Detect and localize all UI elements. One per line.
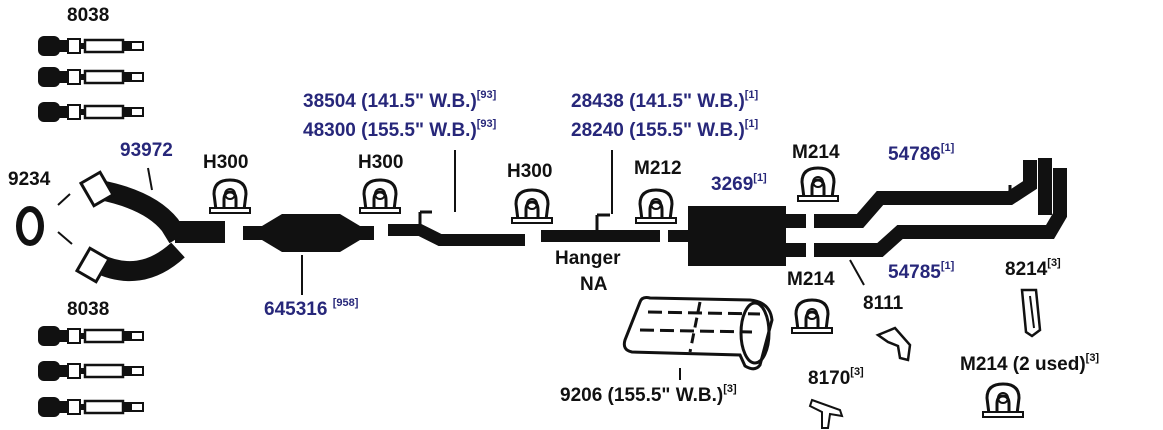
heat-shield <box>624 298 772 369</box>
label-93972: 93972 <box>120 141 173 160</box>
label-hanger-na: NA <box>580 275 607 294</box>
intermediate-pipe <box>388 212 525 240</box>
hanger-m214-top <box>798 168 838 201</box>
hanger-h300-2 <box>360 180 400 213</box>
label-h300-1: H300 <box>203 153 248 172</box>
gasket-ring <box>19 209 41 243</box>
label-8170: 8170[3] <box>808 369 864 388</box>
label-m214-mid: M214 <box>787 270 835 289</box>
label-54785: 54785[1] <box>888 263 954 282</box>
label-9234: 9234 <box>8 170 50 189</box>
oxygen-sensor-bottom-1 <box>38 326 143 346</box>
label-38504: 38504 (141.5" W.B.)[93] <box>303 92 496 111</box>
label-8214: 8214[3] <box>1005 260 1061 279</box>
tailpipe-upper <box>814 158 1045 221</box>
label-28438: 28438 (141.5" W.B.)[1] <box>571 92 758 111</box>
label-8038-top: 8038 <box>67 6 109 25</box>
label-8038-bottom: 8038 <box>67 300 109 319</box>
catalytic-converter <box>243 214 374 252</box>
label-3269: 3269[1] <box>711 175 767 194</box>
hanger-h300-3 <box>512 190 552 223</box>
label-48300: 48300 (155.5" W.B.)[93] <box>303 121 496 140</box>
label-h300-3: H300 <box>507 162 552 181</box>
hanger-h300-1 <box>210 180 250 213</box>
label-28240: 28240 (155.5" W.B.)[1] <box>571 121 758 140</box>
label-m214-used: M214 (2 used)[3] <box>960 355 1099 374</box>
muffler <box>688 206 806 266</box>
label-m212: M212 <box>634 159 682 178</box>
bracket-8111 <box>878 328 910 360</box>
oxygen-sensor-bottom-2 <box>38 361 143 381</box>
hanger-m214-used <box>983 384 1023 417</box>
clamp-8170 <box>810 400 842 428</box>
label-9206: 9206 (155.5" W.B.)[3] <box>560 386 737 405</box>
oxygen-sensor-top-2 <box>38 67 143 87</box>
label-m214-top: M214 <box>792 143 840 162</box>
strap-8214 <box>1022 290 1040 336</box>
hanger-m212 <box>636 190 676 223</box>
oxygen-sensor-top-3 <box>38 102 143 122</box>
label-h300-2: H300 <box>358 153 403 172</box>
label-54786: 54786[1] <box>888 145 954 164</box>
hanger-m214-mid <box>792 300 832 333</box>
oxygen-sensor-bottom-3 <box>38 397 143 417</box>
oxygen-sensor-top-1 <box>38 36 143 56</box>
label-hanger: Hanger <box>555 249 620 268</box>
label-8111: 8111 <box>863 294 903 313</box>
label-645316: 645316 [958] <box>264 300 358 319</box>
